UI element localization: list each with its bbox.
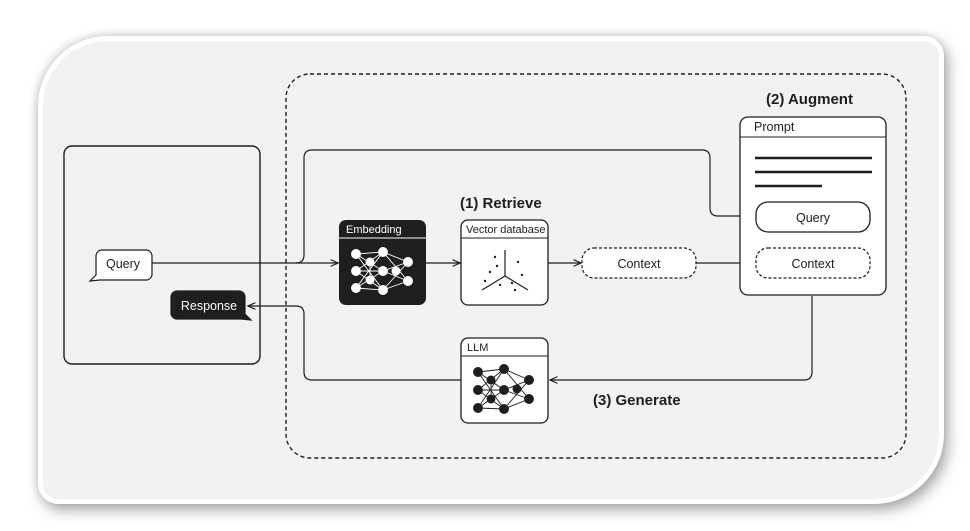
rag-pipeline-boundary [285,73,907,459]
neural-network-icon [351,247,413,295]
arrow-llm-to-response [248,306,461,381]
response-bubble-label: Response [181,299,237,313]
query-bubble: Query [88,249,153,282]
vector-space-icon [481,250,529,292]
response-bubble: Response [170,290,253,321]
step-retrieve-heading: (1) Retrieve [460,195,542,212]
arrow-query-to-prompt [295,149,754,264]
neural-network-icon [473,364,534,414]
vector-database-label: Vector database [466,224,546,236]
prompt-query-slot [755,201,871,233]
context-label: Context [617,257,661,271]
vector-database: Vector database [460,219,549,306]
prompt-text-lines [755,156,872,188]
client-panel [63,145,261,365]
embedding-label: Embedding [346,224,402,236]
step-generate-heading: (3) Generate [593,392,681,409]
prompt-context-label: Context [791,257,835,271]
llm-model: LLM [460,337,549,424]
prompt-title: Prompt [754,120,795,134]
query-bubble-label: Query [106,257,141,271]
step-augment-heading: (2) Augment [766,91,853,108]
embedding-model: Embedding [339,220,426,305]
prompt-context-slot [755,247,871,279]
llm-label: LLM [467,342,488,354]
retrieved-context: Context [581,247,697,279]
prompt-panel: Prompt Query Context [739,116,887,296]
arrow-prompt-to-llm [550,296,813,380]
prompt-query-label: Query [796,211,831,225]
